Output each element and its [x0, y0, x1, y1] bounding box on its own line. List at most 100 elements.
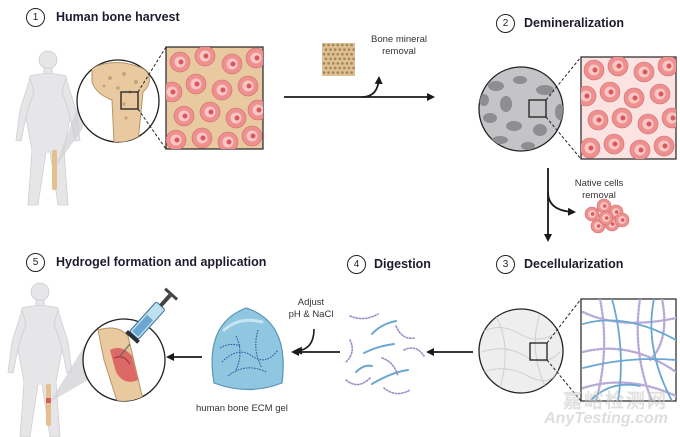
- mineral-speck: [341, 52, 344, 56]
- mineral-speck: [324, 66, 328, 70]
- pore: [500, 96, 512, 112]
- cell-nucleus: [646, 121, 652, 127]
- cell-nucleus: [670, 115, 676, 121]
- cell-nucleus: [658, 91, 664, 97]
- branch-arrow-mineral: [361, 76, 383, 98]
- mineral-speck: [341, 71, 344, 74]
- pore: [479, 94, 489, 106]
- pore: [546, 142, 558, 150]
- mineral-speck: [350, 43, 353, 47]
- mineral-speck: [343, 48, 346, 51]
- step-4-badge: 4: [347, 255, 366, 274]
- cell-nucleus: [174, 137, 180, 143]
- mineral-speck: [324, 57, 328, 61]
- cell-nucleus: [203, 53, 209, 59]
- mineral-speck: [350, 52, 353, 56]
- step-3-title: Decellularization: [524, 257, 624, 271]
- mineral-speck: [341, 43, 344, 47]
- treated-femur: [46, 384, 51, 426]
- human-body-figure-bottom: [7, 282, 73, 437]
- pore: [513, 76, 527, 84]
- bone-tissue-detail: [165, 46, 264, 150]
- mineral-speck: [327, 43, 330, 47]
- mineral-speck: [324, 48, 328, 51]
- cell-nucleus: [182, 113, 188, 119]
- mineral-speck: [322, 71, 326, 74]
- cell-nucleus: [246, 83, 252, 89]
- cell-nucleus: [592, 67, 598, 73]
- collagen-fiber-detail: [580, 298, 677, 402]
- mineral-speck: [322, 52, 326, 56]
- mineral-speck: [336, 43, 340, 47]
- pore: [536, 85, 554, 95]
- mineral-speck: [338, 66, 342, 70]
- step-4-title: Digestion: [374, 257, 431, 271]
- cell-nucleus: [256, 107, 262, 113]
- mineral-speck: [327, 52, 330, 56]
- note-line: Adjust: [297, 297, 325, 308]
- mineral-speck: [343, 57, 346, 61]
- mineral-speck: [331, 43, 335, 47]
- cell-nucleus: [208, 109, 214, 115]
- mineral-speck: [333, 57, 337, 61]
- native-cells-removal-note: Native cells removal: [566, 178, 632, 201]
- cell-nucleus: [602, 204, 607, 208]
- mineral-speck: [345, 52, 349, 56]
- mineral-speck: [352, 66, 355, 70]
- watermark-en: AnyTesting.com: [544, 410, 668, 427]
- note-line: Native cells: [574, 178, 624, 189]
- bone-mineral-patch: [322, 43, 355, 76]
- mineral-speck: [350, 71, 353, 74]
- mineral-speck: [322, 62, 326, 65]
- mineral-speck: [329, 48, 332, 51]
- mineral-speck: [347, 48, 351, 51]
- mineral-speck: [322, 43, 326, 47]
- removed-cells-cluster: [584, 198, 630, 234]
- mineral-speck: [336, 62, 340, 65]
- cell-nucleus: [666, 63, 672, 69]
- cell-nucleus: [234, 115, 240, 121]
- mineral-speck: [327, 62, 330, 65]
- mineral-speck: [327, 71, 330, 74]
- note-line: removal: [582, 189, 616, 201]
- step-2-title: Demineralization: [524, 16, 625, 30]
- mineral-speck: [345, 43, 349, 47]
- cell-nucleus: [194, 81, 200, 87]
- cell-nucleus: [220, 87, 226, 93]
- step-3-badge: 3: [496, 255, 515, 274]
- mineral-speck: [331, 71, 335, 74]
- zoom-cone-1: [55, 92, 83, 168]
- cell-nucleus: [596, 117, 602, 123]
- pore: [533, 124, 547, 136]
- cell-nucleus: [588, 145, 594, 151]
- cell-nucleus: [608, 89, 614, 95]
- mineral-speck: [347, 57, 351, 61]
- mineral-speck: [338, 48, 342, 51]
- mineral-speck: [336, 71, 340, 74]
- cell-nucleus: [226, 139, 232, 145]
- cell-nucleus: [638, 147, 644, 153]
- cell-nucleus: [632, 95, 638, 101]
- step-5-title: Hydrogel formation and application: [56, 255, 267, 269]
- cell-nucleus: [230, 61, 236, 67]
- mineral-speck: [329, 57, 332, 61]
- step-1-title: Human bone harvest: [56, 10, 180, 24]
- cell-nucleus: [584, 93, 590, 99]
- hydrogel-dome: [211, 307, 284, 391]
- femur-zoom-circle: [76, 59, 160, 143]
- cell-nucleus: [642, 69, 648, 75]
- cell-nucleus: [620, 115, 626, 121]
- mineral-speck: [345, 71, 349, 74]
- cell-nucleus: [612, 141, 618, 147]
- pore: [492, 136, 508, 144]
- branch-arrow-ph: [294, 328, 315, 355]
- mineral-speck: [345, 62, 349, 65]
- watermark-cn: 嘉峪检测网: [562, 390, 668, 412]
- cell-nucleus: [616, 63, 622, 69]
- demineralized-tissue-detail: [580, 56, 677, 160]
- decellularized-bone-circle: [478, 308, 564, 394]
- cell-nucleus: [614, 210, 619, 214]
- cell-nucleus: [604, 216, 609, 220]
- mineral-speck: [352, 57, 355, 61]
